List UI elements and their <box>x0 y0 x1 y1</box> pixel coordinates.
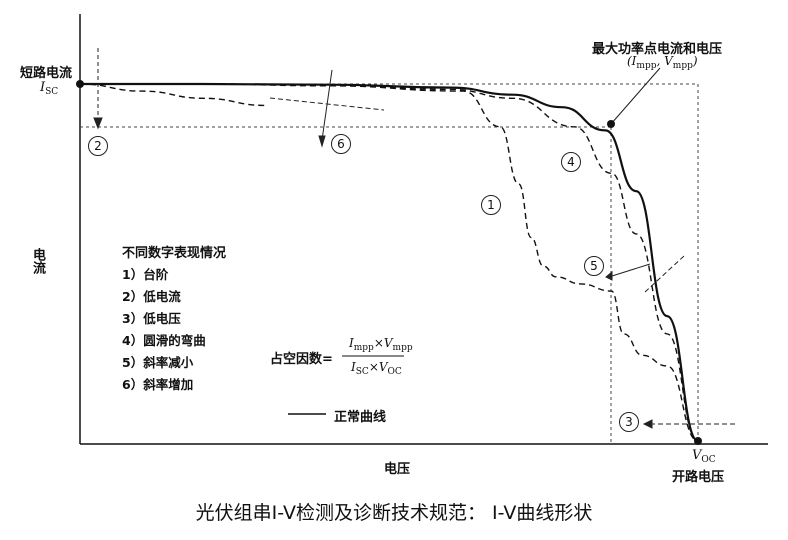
normal-curve-label: 正常曲线 <box>334 410 387 425</box>
marker-1: 1 <box>487 198 495 212</box>
fill-factor-label: 占空因数= <box>270 352 333 367</box>
slope-5-tick <box>644 255 685 293</box>
voc-symbol: VOC <box>692 448 716 465</box>
series-line-4 <box>79 83 266 107</box>
arrow-3-head <box>642 419 653 429</box>
series-line-3 <box>80 83 699 442</box>
points <box>76 80 702 445</box>
annotations <box>93 48 735 429</box>
arrow-6-line <box>321 69 333 141</box>
legend-item-3: 3）低电压 <box>122 311 181 326</box>
arrow-6-head <box>318 135 326 148</box>
marker-2: 2 <box>94 139 102 153</box>
voc-point <box>694 437 702 445</box>
marker-3: 3 <box>625 415 633 429</box>
legend-item-1: 1）台阶 <box>122 267 169 282</box>
arrow-5-line <box>611 263 651 277</box>
figure-caption: 光伏组串I-V检测及诊断技术规范： I-V曲线形状 <box>195 502 593 524</box>
series-layer <box>79 82 699 443</box>
legend-item-2: 2）低电流 <box>122 289 181 304</box>
mpp-leader-line <box>610 67 661 125</box>
isc-symbol: ISC <box>40 80 59 97</box>
isc-point <box>76 80 84 88</box>
mpp-label: 最大功率点电流和电压 <box>592 42 723 57</box>
arrow-5-head <box>605 270 613 281</box>
mpp-point <box>607 120 615 128</box>
series-line-2 <box>80 83 699 442</box>
x-axis-label: 电压 <box>384 462 411 477</box>
voc-label: 开路电压 <box>672 470 725 485</box>
mpp-symbol: (Impp, Vmpp) <box>627 54 698 71</box>
y-axis-label: 电流 <box>30 248 45 274</box>
arrow-2-head <box>93 117 103 130</box>
marker-6: 6 <box>337 137 345 151</box>
slope-6-tick <box>269 97 385 111</box>
legend-item-6: 6）斜率增加 <box>122 377 194 392</box>
legend-title: 不同数字表现情况 <box>122 246 227 261</box>
marker-4: 4 <box>567 155 575 169</box>
markers: 2 6 1 4 5 3 <box>88 134 639 432</box>
marker-5: 5 <box>590 259 598 273</box>
isc-label: 短路电流 <box>20 66 73 81</box>
legend-item-5: 5）斜率减小 <box>122 355 194 370</box>
fill-factor-numerator: Impp×Vmpp <box>349 336 413 353</box>
legend-item-4: 4）圆滑的弯曲 <box>122 333 206 348</box>
fill-factor-denominator: ISC×VOC <box>351 360 402 377</box>
